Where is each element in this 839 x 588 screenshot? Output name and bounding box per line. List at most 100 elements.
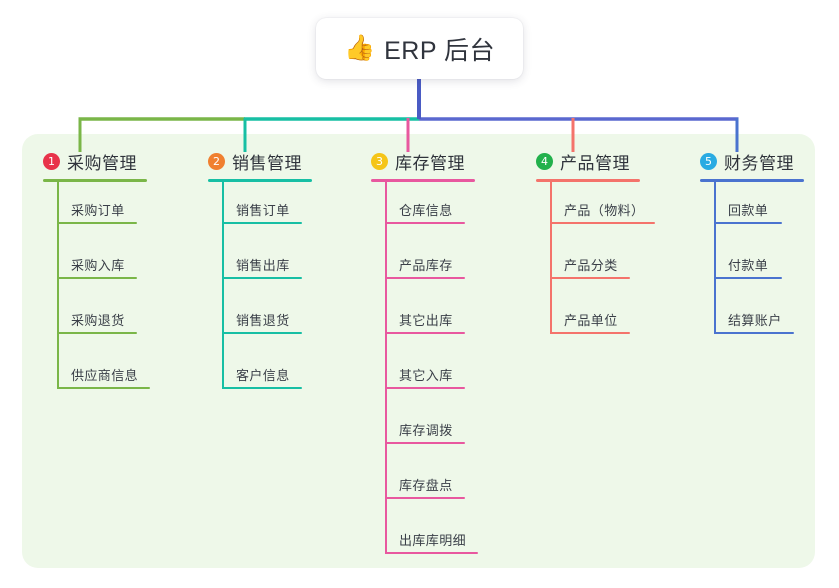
branch-title: 采购管理 <box>67 153 137 173</box>
leaf-item-label: 供应商信息 <box>71 368 139 383</box>
leaf-item-label: 采购订单 <box>71 203 125 218</box>
leaf-item-label: 其它入库 <box>399 368 453 383</box>
leaf-item-label: 仓库信息 <box>399 203 453 218</box>
leaf-item[interactable]: 库存调拨 <box>371 402 531 457</box>
branch-spine <box>385 182 387 554</box>
leaf-item-underline <box>385 332 465 334</box>
leaf-item-label: 产品分类 <box>564 258 618 273</box>
branch-underline <box>208 179 312 182</box>
leaf-item-underline <box>222 222 302 224</box>
branch-number-badge: 4 <box>536 152 553 170</box>
leaf-item[interactable]: 产品（物料） <box>536 182 696 237</box>
branch-title: 产品管理 <box>560 153 630 173</box>
leaf-item[interactable]: 其它出库 <box>371 292 531 347</box>
leaf-item-label: 回款单 <box>728 203 769 218</box>
leaf-item-underline <box>550 332 630 334</box>
leaf-item[interactable]: 采购退货 <box>43 292 193 347</box>
leaf-item[interactable]: 客户信息 <box>208 347 358 402</box>
leaf-item-underline <box>550 222 655 224</box>
leaf-item-underline <box>57 332 137 334</box>
leaf-item[interactable]: 采购订单 <box>43 182 193 237</box>
branch-item-list: 销售订单销售出库销售退货客户信息 <box>208 182 358 402</box>
branch-header-3[interactable]: 3 库存管理 <box>371 149 531 173</box>
leaf-item-label: 付款单 <box>728 258 769 273</box>
leaf-item-label: 产品（物料） <box>564 203 645 218</box>
leaf-item[interactable]: 结算账户 <box>700 292 839 347</box>
leaf-item[interactable]: 其它入库 <box>371 347 531 402</box>
diagram-panel <box>22 134 815 568</box>
leaf-item[interactable]: 回款单 <box>700 182 839 237</box>
branch-number-badge: 2 <box>208 152 225 170</box>
leaf-item-label: 结算账户 <box>728 313 782 328</box>
leaf-item-underline <box>385 277 465 279</box>
leaf-item-underline <box>385 552 478 554</box>
leaf-item-label: 库存盘点 <box>399 478 453 493</box>
branch-title: 财务管理 <box>724 153 794 173</box>
branch-title: 库存管理 <box>395 153 465 173</box>
leaf-item-underline <box>57 222 137 224</box>
branch-spine <box>57 182 59 389</box>
leaf-item-label: 产品单位 <box>564 313 618 328</box>
leaf-item[interactable]: 供应商信息 <box>43 347 193 402</box>
branch-spine <box>714 182 716 334</box>
branch-number-badge: 3 <box>371 152 388 170</box>
branch-spine <box>222 182 224 389</box>
branch-underline <box>371 179 475 182</box>
leaf-item-underline <box>57 387 150 389</box>
branch-item-list: 产品（物料） 产品分类产品单位 <box>536 182 696 347</box>
branch-number-badge: 5 <box>700 152 717 170</box>
branch-column-1: 1 采购管理采购订单采购入库采购退货供应商信息 <box>43 149 193 402</box>
leaf-item-label: 销售退货 <box>236 313 290 328</box>
leaf-item[interactable]: 产品单位 <box>536 292 696 347</box>
leaf-item[interactable]: 销售退货 <box>208 292 358 347</box>
branch-item-list: 仓库信息产品库存其它出库其它入库库存调拨库存盘点出库库明细 <box>371 182 531 567</box>
branch-column-2: 2 销售管理销售订单销售出库销售退货客户信息 <box>208 149 358 402</box>
branch-item-list: 采购订单采购入库采购退货供应商信息 <box>43 182 193 402</box>
leaf-item-underline <box>385 442 465 444</box>
leaf-item[interactable]: 仓库信息 <box>371 182 531 237</box>
leaf-item[interactable]: 产品库存 <box>371 237 531 292</box>
leaf-item-underline <box>385 387 465 389</box>
leaf-item-label: 其它出库 <box>399 313 453 328</box>
leaf-item-label: 销售出库 <box>236 258 290 273</box>
leaf-item-label: 产品库存 <box>399 258 453 273</box>
leaf-item[interactable]: 库存盘点 <box>371 457 531 512</box>
leaf-item-label: 出库库明细 <box>399 533 467 548</box>
branch-header-1[interactable]: 1 采购管理 <box>43 149 193 173</box>
thumbs-up-icon: 👍 <box>343 34 376 62</box>
leaf-item-underline <box>385 222 465 224</box>
leaf-item[interactable]: 采购入库 <box>43 237 193 292</box>
leaf-item-underline <box>385 497 465 499</box>
branch-column-3: 3 库存管理仓库信息产品库存其它出库其它入库库存调拨库存盘点出库库明细 <box>371 149 531 567</box>
branch-column-4: 4 产品管理产品（物料） 产品分类产品单位 <box>536 149 696 347</box>
branch-column-5: 5 财务管理回款单付款单结算账户 <box>700 149 839 347</box>
leaf-item-underline <box>222 387 302 389</box>
leaf-item[interactable]: 销售订单 <box>208 182 358 237</box>
leaf-item[interactable]: 出库库明细 <box>371 512 531 567</box>
branch-header-5[interactable]: 5 财务管理 <box>700 149 839 173</box>
branch-underline <box>43 179 147 182</box>
branch-item-list: 回款单付款单结算账户 <box>700 182 839 347</box>
leaf-item[interactable]: 产品分类 <box>536 237 696 292</box>
leaf-item-underline <box>222 277 302 279</box>
leaf-item-underline <box>714 222 782 224</box>
branch-header-4[interactable]: 4 产品管理 <box>536 149 696 173</box>
leaf-item-label: 客户信息 <box>236 368 290 383</box>
branch-number-badge: 1 <box>43 152 60 170</box>
leaf-item-label: 库存调拨 <box>399 423 453 438</box>
leaf-item[interactable]: 付款单 <box>700 237 839 292</box>
branch-underline <box>700 179 804 182</box>
branch-title: 销售管理 <box>232 153 302 173</box>
root-node[interactable]: 👍 ERP 后台 <box>316 18 523 79</box>
branch-underline <box>536 179 640 182</box>
leaf-item-label: 采购退货 <box>71 313 125 328</box>
leaf-item-underline <box>550 277 630 279</box>
leaf-item-underline <box>222 332 302 334</box>
leaf-item[interactable]: 销售出库 <box>208 237 358 292</box>
leaf-item-label: 销售订单 <box>236 203 290 218</box>
branch-header-2[interactable]: 2 销售管理 <box>208 149 358 173</box>
root-title: ERP 后台 <box>384 36 496 65</box>
leaf-item-underline <box>714 332 794 334</box>
